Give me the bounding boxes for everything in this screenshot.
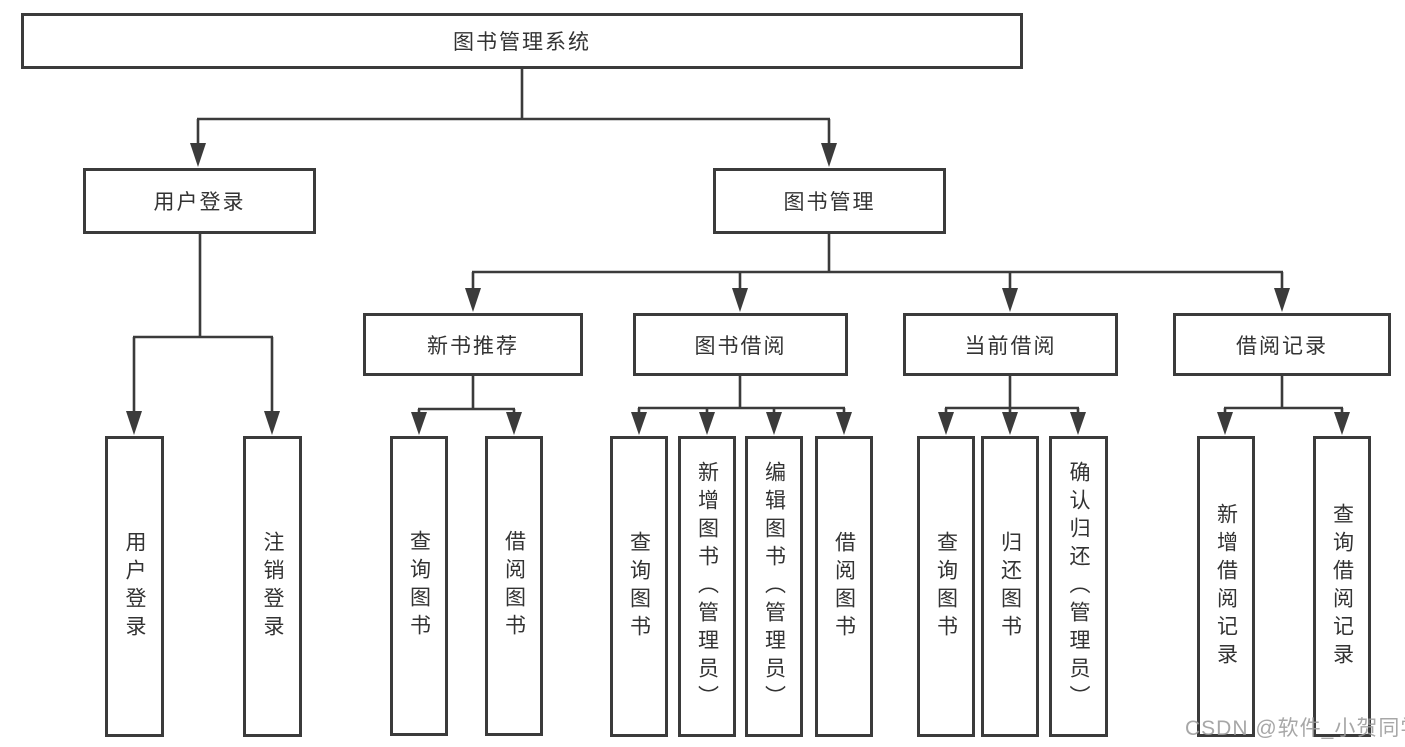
node-book-management: 图书管理 bbox=[713, 168, 946, 234]
leaf-newbooks-borrow-books: 借阅图书 bbox=[485, 436, 543, 736]
connector-userlogin-to-leaves bbox=[126, 232, 280, 435]
node-new-book-recommendation: 新书推荐 bbox=[363, 313, 583, 376]
node-root-system: 图书管理系统 bbox=[21, 13, 1023, 69]
leaf-logout-login: 注销登录 bbox=[243, 436, 302, 737]
leaf-borrowing-query-books: 查询图书 bbox=[610, 436, 668, 737]
leaf-current-return-books: 归还图书 bbox=[981, 436, 1039, 737]
leaf-records-query-borrow-record: 查询借阅记录 bbox=[1313, 436, 1371, 737]
node-borrowing-records: 借阅记录 bbox=[1173, 313, 1391, 376]
connector-bookmgmt-to-level3 bbox=[465, 232, 1290, 312]
connector-borrow-to-leaves bbox=[631, 374, 852, 435]
leaf-borrowing-add-books-admin: 新增图书（管理员） bbox=[678, 436, 736, 737]
leaf-records-add-borrow-record: 新增借阅记录 bbox=[1197, 436, 1255, 737]
connector-records-to-leaves bbox=[1217, 374, 1350, 435]
leaf-current-confirm-return-admin: 确认归还（管理员） bbox=[1049, 436, 1108, 737]
leaf-newbooks-query-books: 查询图书 bbox=[390, 436, 448, 736]
connector-root-to-level2 bbox=[190, 67, 837, 167]
connector-newbooks-to-leaves bbox=[411, 374, 522, 435]
node-current-borrowing: 当前借阅 bbox=[903, 313, 1118, 376]
connector-current-to-leaves bbox=[938, 374, 1086, 435]
leaf-current-query-books: 查询图书 bbox=[917, 436, 975, 737]
leaf-borrowing-edit-books-admin: 编辑图书（管理员） bbox=[745, 436, 803, 737]
leaf-borrowing-borrow-books: 借阅图书 bbox=[815, 436, 873, 737]
csdn-watermark: CSDN @软件_小贺同学 bbox=[1185, 717, 1405, 740]
leaf-user-login: 用户登录 bbox=[105, 436, 164, 737]
node-book-borrowing: 图书借阅 bbox=[633, 313, 848, 376]
node-user-login: 用户登录 bbox=[83, 168, 316, 234]
